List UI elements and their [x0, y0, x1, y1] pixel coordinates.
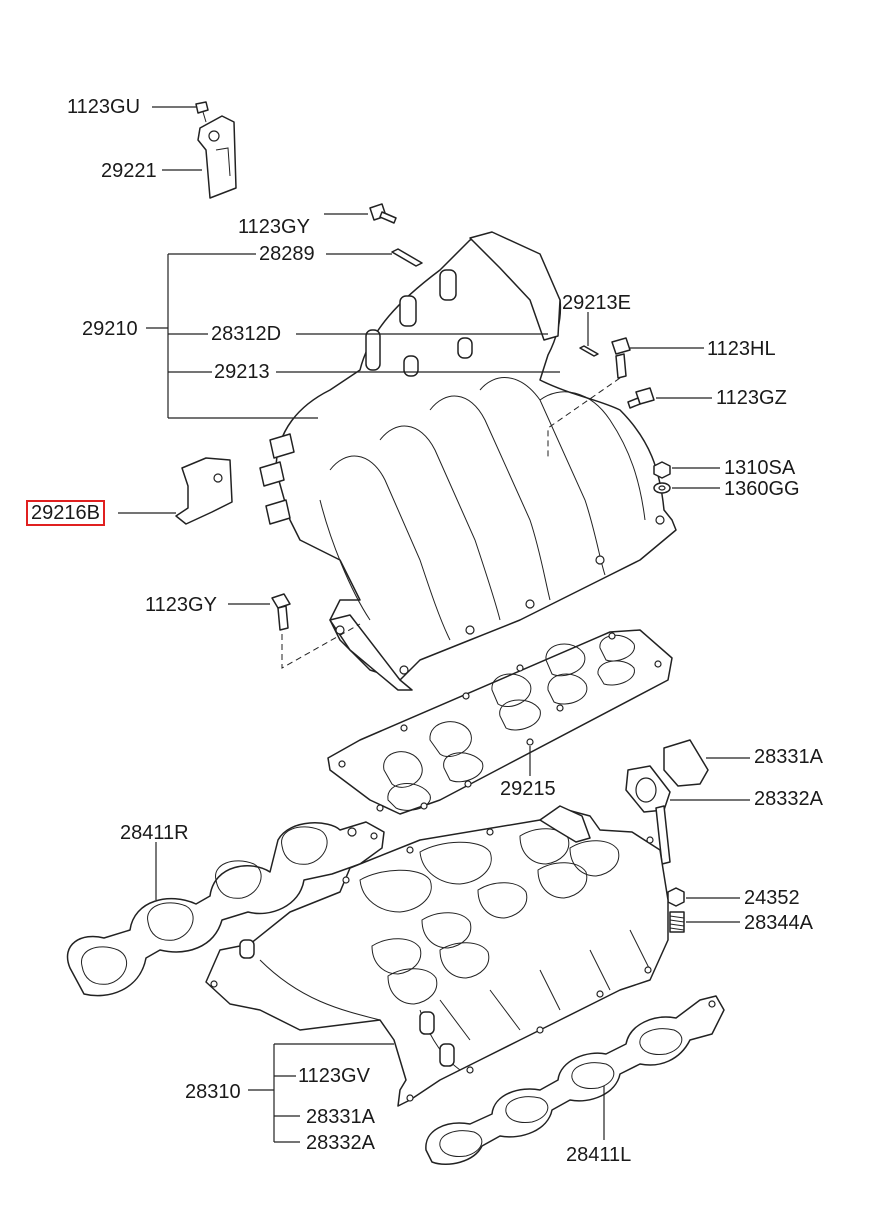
pin-29213E-part[interactable] [579, 345, 599, 357]
label-28411R[interactable]: 28411R [120, 822, 189, 844]
gasket-28411R-part[interactable] [66, 821, 385, 997]
label-29213E[interactable]: 29213E [562, 292, 631, 314]
gasket-28331A-top-part[interactable] [663, 739, 709, 787]
label-28289[interactable]: 28289 [259, 243, 315, 265]
label-1123GV[interactable]: 1123GV [298, 1065, 370, 1087]
label-1360GG[interactable]: 1360GG [724, 478, 800, 500]
label-28331A-bottom[interactable]: 28331A [306, 1106, 375, 1128]
label-1123GY-top[interactable]: 1123GY [238, 216, 310, 238]
label-1123GY-mid[interactable]: 1123GY [145, 594, 217, 616]
bolt-1123GZ-part[interactable] [627, 387, 655, 409]
label-28411L[interactable]: 28411L [566, 1144, 632, 1166]
washer-1360GG-part[interactable] [653, 482, 671, 494]
label-28332A-bottom[interactable]: 28332A [306, 1132, 375, 1154]
bolt-1123GY-mid-part[interactable] [271, 593, 291, 631]
bolt-1123HL-part[interactable] [611, 337, 631, 379]
label-28332A-top[interactable]: 28332A [754, 788, 823, 810]
nut-24352-part[interactable] [667, 887, 685, 907]
lower-manifold-28310-part[interactable] [205, 805, 669, 1107]
label-28312D[interactable]: 28312D [211, 323, 282, 345]
spring-28344A-part[interactable] [669, 911, 685, 933]
label-28310[interactable]: 28310 [185, 1081, 241, 1103]
label-29221[interactable]: 29221 [101, 160, 157, 182]
bolt-1123GU-part[interactable] [195, 101, 209, 123]
label-28344A[interactable]: 28344A [744, 912, 813, 934]
label-1123HL[interactable]: 1123HL [707, 338, 776, 360]
stud-28310-part[interactable] [655, 805, 671, 865]
label-29216B-highlighted[interactable]: 29216B [26, 500, 105, 526]
label-24352[interactable]: 24352 [744, 887, 800, 909]
gasket-29215-part[interactable] [327, 629, 673, 815]
label-29213[interactable]: 29213 [214, 361, 270, 383]
label-28331A-top[interactable]: 28331A [754, 746, 823, 768]
leader-lines [118, 106, 750, 1143]
label-29210[interactable]: 29210 [82, 318, 138, 340]
gasket-28411L-part[interactable] [425, 995, 725, 1166]
intake-plenum-29210-part[interactable] [259, 231, 677, 691]
label-1123GZ[interactable]: 1123GZ [716, 387, 787, 409]
bracket-29221-part[interactable] [197, 115, 237, 199]
bolt-1123GY-top-part[interactable] [369, 203, 397, 224]
stud-28289-part[interactable] [391, 248, 423, 267]
label-1123GU[interactable]: 1123GU [67, 96, 141, 118]
gasket-28332A-top-part[interactable] [625, 765, 671, 813]
label-29215[interactable]: 29215 [500, 778, 556, 800]
nut-1310SA-part[interactable] [653, 461, 671, 479]
bracket-29216B-part[interactable] [175, 457, 233, 525]
label-1310SA[interactable]: 1310SA [724, 457, 796, 479]
